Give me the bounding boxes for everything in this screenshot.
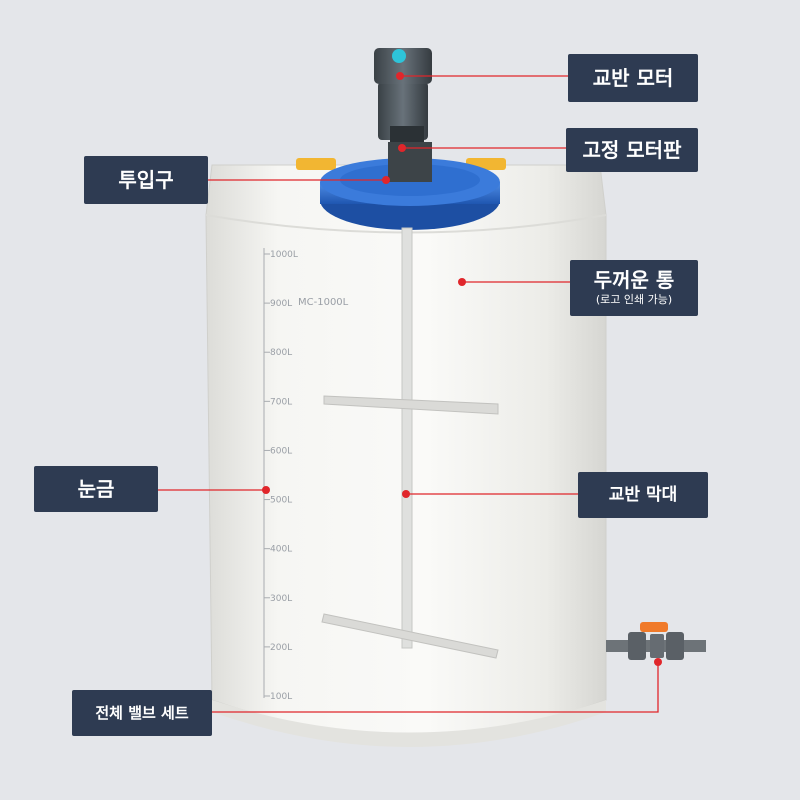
label-inlet-text: 투입구 [118, 168, 174, 192]
valve-set [606, 622, 706, 660]
marker-inlet [382, 176, 390, 184]
scale-mark-label: 100L [270, 692, 292, 702]
marker-scale [262, 486, 270, 494]
marker-motor [396, 72, 404, 80]
marker-drum [458, 278, 466, 286]
scale-mark-label: 700L [270, 397, 292, 407]
scale-mark-label: 800L [270, 348, 292, 358]
scale-mark-label: 600L [270, 446, 292, 456]
label-rod-text: 교반 막대 [608, 484, 678, 505]
scale-mark-label: 400L [270, 545, 292, 555]
marker-rod [402, 490, 410, 498]
model-text: MC-1000L [298, 297, 349, 308]
label-inlet: 투입구 [84, 156, 208, 204]
label-motor-plate: 고정 모터판 [566, 128, 698, 172]
marker-dots [262, 72, 662, 666]
scale-marks: 1000L 900L 800L 700L 600L 500L 400L 300L 200L 100… [263, 248, 298, 702]
motor [374, 48, 432, 182]
clamp-left [296, 158, 336, 170]
label-drum-text: 두꺼운 통 [593, 268, 675, 293]
label-motor-plate-text: 고정 모터판 [582, 138, 682, 162]
label-valve-text: 전체 밸브 세트 [95, 703, 189, 722]
scale-mark-label: 1000L [270, 250, 298, 260]
leader-lines [158, 75, 659, 713]
scale-mark-label: 200L [270, 643, 292, 653]
label-scale: 눈금 [34, 466, 158, 512]
label-valve: 전체 밸브 세트 [72, 690, 212, 736]
label-motor: 교반 모터 [568, 54, 698, 102]
marker-valve [654, 658, 662, 666]
scale-mark-label: 500L [270, 496, 292, 506]
scale-mark-label: 300L [270, 594, 292, 604]
label-drum: 두꺼운 통 (로고 인쇄 가능) [570, 260, 698, 316]
label-scale-text: 눈금 [77, 477, 115, 501]
marker-plate [398, 144, 406, 152]
label-motor-text: 교반 모터 [592, 66, 674, 90]
scale-mark-label: 900L [270, 299, 292, 309]
label-drum-subtext: (로고 인쇄 가능) [595, 293, 673, 307]
stirring-rod [321, 227, 499, 659]
label-rod: 교반 막대 [578, 472, 708, 518]
